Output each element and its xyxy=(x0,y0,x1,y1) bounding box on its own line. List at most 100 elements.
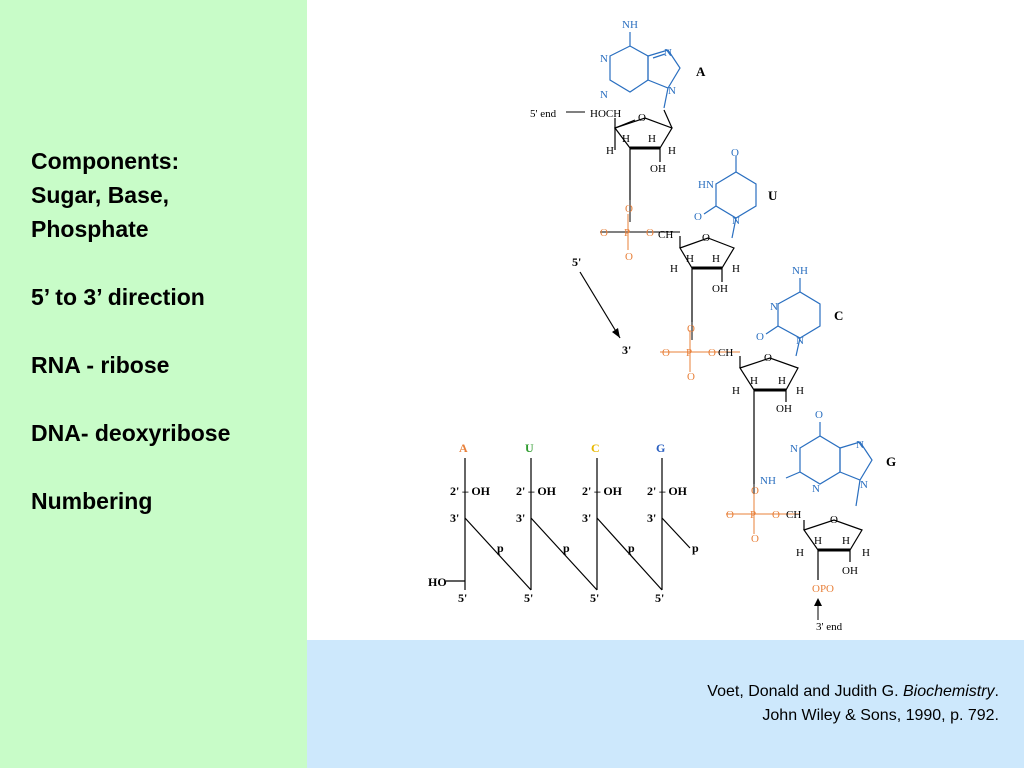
sugar1-h-1: H xyxy=(668,145,676,157)
terminal-phosphate: OPO xyxy=(812,583,834,595)
guanine-n1: N xyxy=(790,443,798,455)
schematic-2oh-3: 2' – OH xyxy=(582,484,623,498)
sugar3-oh: OH xyxy=(776,403,792,415)
schematic-base-c: C xyxy=(591,441,600,455)
cytosine-nh2: NH xyxy=(792,265,808,277)
figure-panel xyxy=(307,0,1024,640)
guanine-n3: N xyxy=(812,483,820,495)
schematic-5prime-2: 5' xyxy=(524,591,533,605)
sugar1-h-2: H xyxy=(648,133,656,145)
point-sugar-base: Sugar, Base, xyxy=(31,182,170,208)
sugar4-h-3: H xyxy=(814,535,822,547)
point-rna-ribose: RNA - ribose xyxy=(31,352,170,378)
sugar3-h-1: H xyxy=(796,385,804,397)
base-label-g: G xyxy=(886,454,896,469)
three-prime-end-label: 3' end xyxy=(816,621,843,633)
direction-arrowhead xyxy=(612,328,620,338)
point-numbering: Numbering xyxy=(31,488,153,514)
phos2-p: P xyxy=(686,347,692,359)
phos2-o-bottom: O xyxy=(687,371,695,383)
cytosine-n3: N xyxy=(770,301,778,313)
sugar2-h-4: H xyxy=(670,263,678,275)
phos3-o-right: O xyxy=(772,509,780,521)
schematic-3prime-3: 3' xyxy=(582,511,591,525)
sugar1-oh: OH xyxy=(650,163,666,175)
schematic-p-2: p xyxy=(563,541,570,555)
ring-oxygen-3: O xyxy=(764,352,772,364)
uracil-base xyxy=(703,156,757,239)
phos2-o-right: O xyxy=(708,347,716,359)
schematic-2oh-4: 2' – OH xyxy=(647,484,688,498)
guanine-n7: N xyxy=(856,439,864,451)
uracil-o4: O xyxy=(731,147,739,159)
sugar4-h-1: H xyxy=(862,547,870,559)
citation-line-2: John Wiley & Sons, 1990, p. 792. xyxy=(762,707,999,724)
point-phosphate: Phosphate xyxy=(31,216,149,242)
ch2-3: CH xyxy=(718,347,733,359)
sugar3-h-3: H xyxy=(750,375,758,387)
phos3-p: P xyxy=(750,509,756,521)
phosphate-1: O P O O O xyxy=(600,200,680,263)
left-panel xyxy=(0,0,307,768)
sugar3-h-2: H xyxy=(778,375,786,387)
citation-authors: Voet, Donald and Judith G. xyxy=(707,683,903,700)
uracil-hn3: HN xyxy=(698,179,714,191)
phos1-o-top: O xyxy=(625,203,633,215)
adenine-n7: N xyxy=(664,47,672,59)
direction-arrow xyxy=(579,271,621,339)
ring-oxygen-1: O xyxy=(638,112,646,124)
sugar3-h-4: H xyxy=(732,385,740,397)
base-label-u: U xyxy=(768,188,778,203)
cytosine-o2: O xyxy=(756,331,764,343)
ring-oxygen-2: O xyxy=(702,232,710,244)
schematic-p-4: p xyxy=(692,541,699,555)
rna-structure-diagram: NH N N N N A 5' end HOCH O H H H H OH O … xyxy=(428,19,896,633)
schematic-3prime-2: 3' xyxy=(516,511,525,525)
sugar1-h-3: H xyxy=(622,133,630,145)
direction-5prime: 5' xyxy=(572,255,581,269)
adenine-base xyxy=(609,32,681,109)
schematic-p-3: p xyxy=(628,541,635,555)
adenine-nh2: NH xyxy=(622,19,638,31)
sugar4-h-2: H xyxy=(842,535,850,547)
phosphate-3: O P O O O xyxy=(726,484,800,545)
phos1-o-left: O xyxy=(600,227,608,239)
citation: Voet, Donald and Judith G. Biochemistry.… xyxy=(707,680,999,728)
schematic-p-1: p xyxy=(497,541,504,555)
guanine-n9: N xyxy=(860,479,868,491)
schematic-3prime-4: 3' xyxy=(647,511,656,525)
base-label-c: C xyxy=(834,308,843,323)
cytosine-base xyxy=(765,278,821,357)
schematic-2oh-1: 2' – OH xyxy=(450,484,491,498)
adenine-n3: N xyxy=(600,89,608,101)
schematic-strand: A U C G 2' – OH 2' – OH 2' – OH 2' – OH … xyxy=(428,441,699,605)
adenine-n1: N xyxy=(600,53,608,65)
base-label-a: A xyxy=(696,64,706,79)
phos1-o-right: O xyxy=(646,227,654,239)
point-dna-deoxyribose: DNA- deoxyribose xyxy=(31,420,231,446)
citation-period: . xyxy=(994,683,999,700)
sugar4-oh: OH xyxy=(842,565,858,577)
phos1-p: P xyxy=(624,227,630,239)
ribose-3 xyxy=(739,356,799,484)
point-components: Components: xyxy=(31,148,180,174)
five-prime-end-label: 5' end xyxy=(530,108,557,120)
sugar2-oh: OH xyxy=(712,283,728,295)
phos2-o-left: O xyxy=(662,347,670,359)
citation-panel xyxy=(307,640,1024,768)
ribose-4 xyxy=(803,519,863,580)
ch2-2: CH xyxy=(658,229,673,241)
schematic-5prime-1: 5' xyxy=(458,591,467,605)
cytosine-n1: N xyxy=(796,335,804,347)
ring-oxygen-4: O xyxy=(830,514,838,526)
sugar1-h-4: H xyxy=(606,145,614,157)
schematic-5prime-4: 5' xyxy=(655,591,664,605)
guanine-base xyxy=(785,422,873,507)
sugar4-h-4: H xyxy=(796,547,804,559)
phos3-o-bottom: O xyxy=(751,533,759,545)
phos3-o-left: O xyxy=(726,509,734,521)
ribose-1 xyxy=(614,109,673,200)
guanine-o6: O xyxy=(815,409,823,421)
schematic-base-u: U xyxy=(525,441,534,455)
schematic-2oh-2: 2' – OH xyxy=(516,484,557,498)
